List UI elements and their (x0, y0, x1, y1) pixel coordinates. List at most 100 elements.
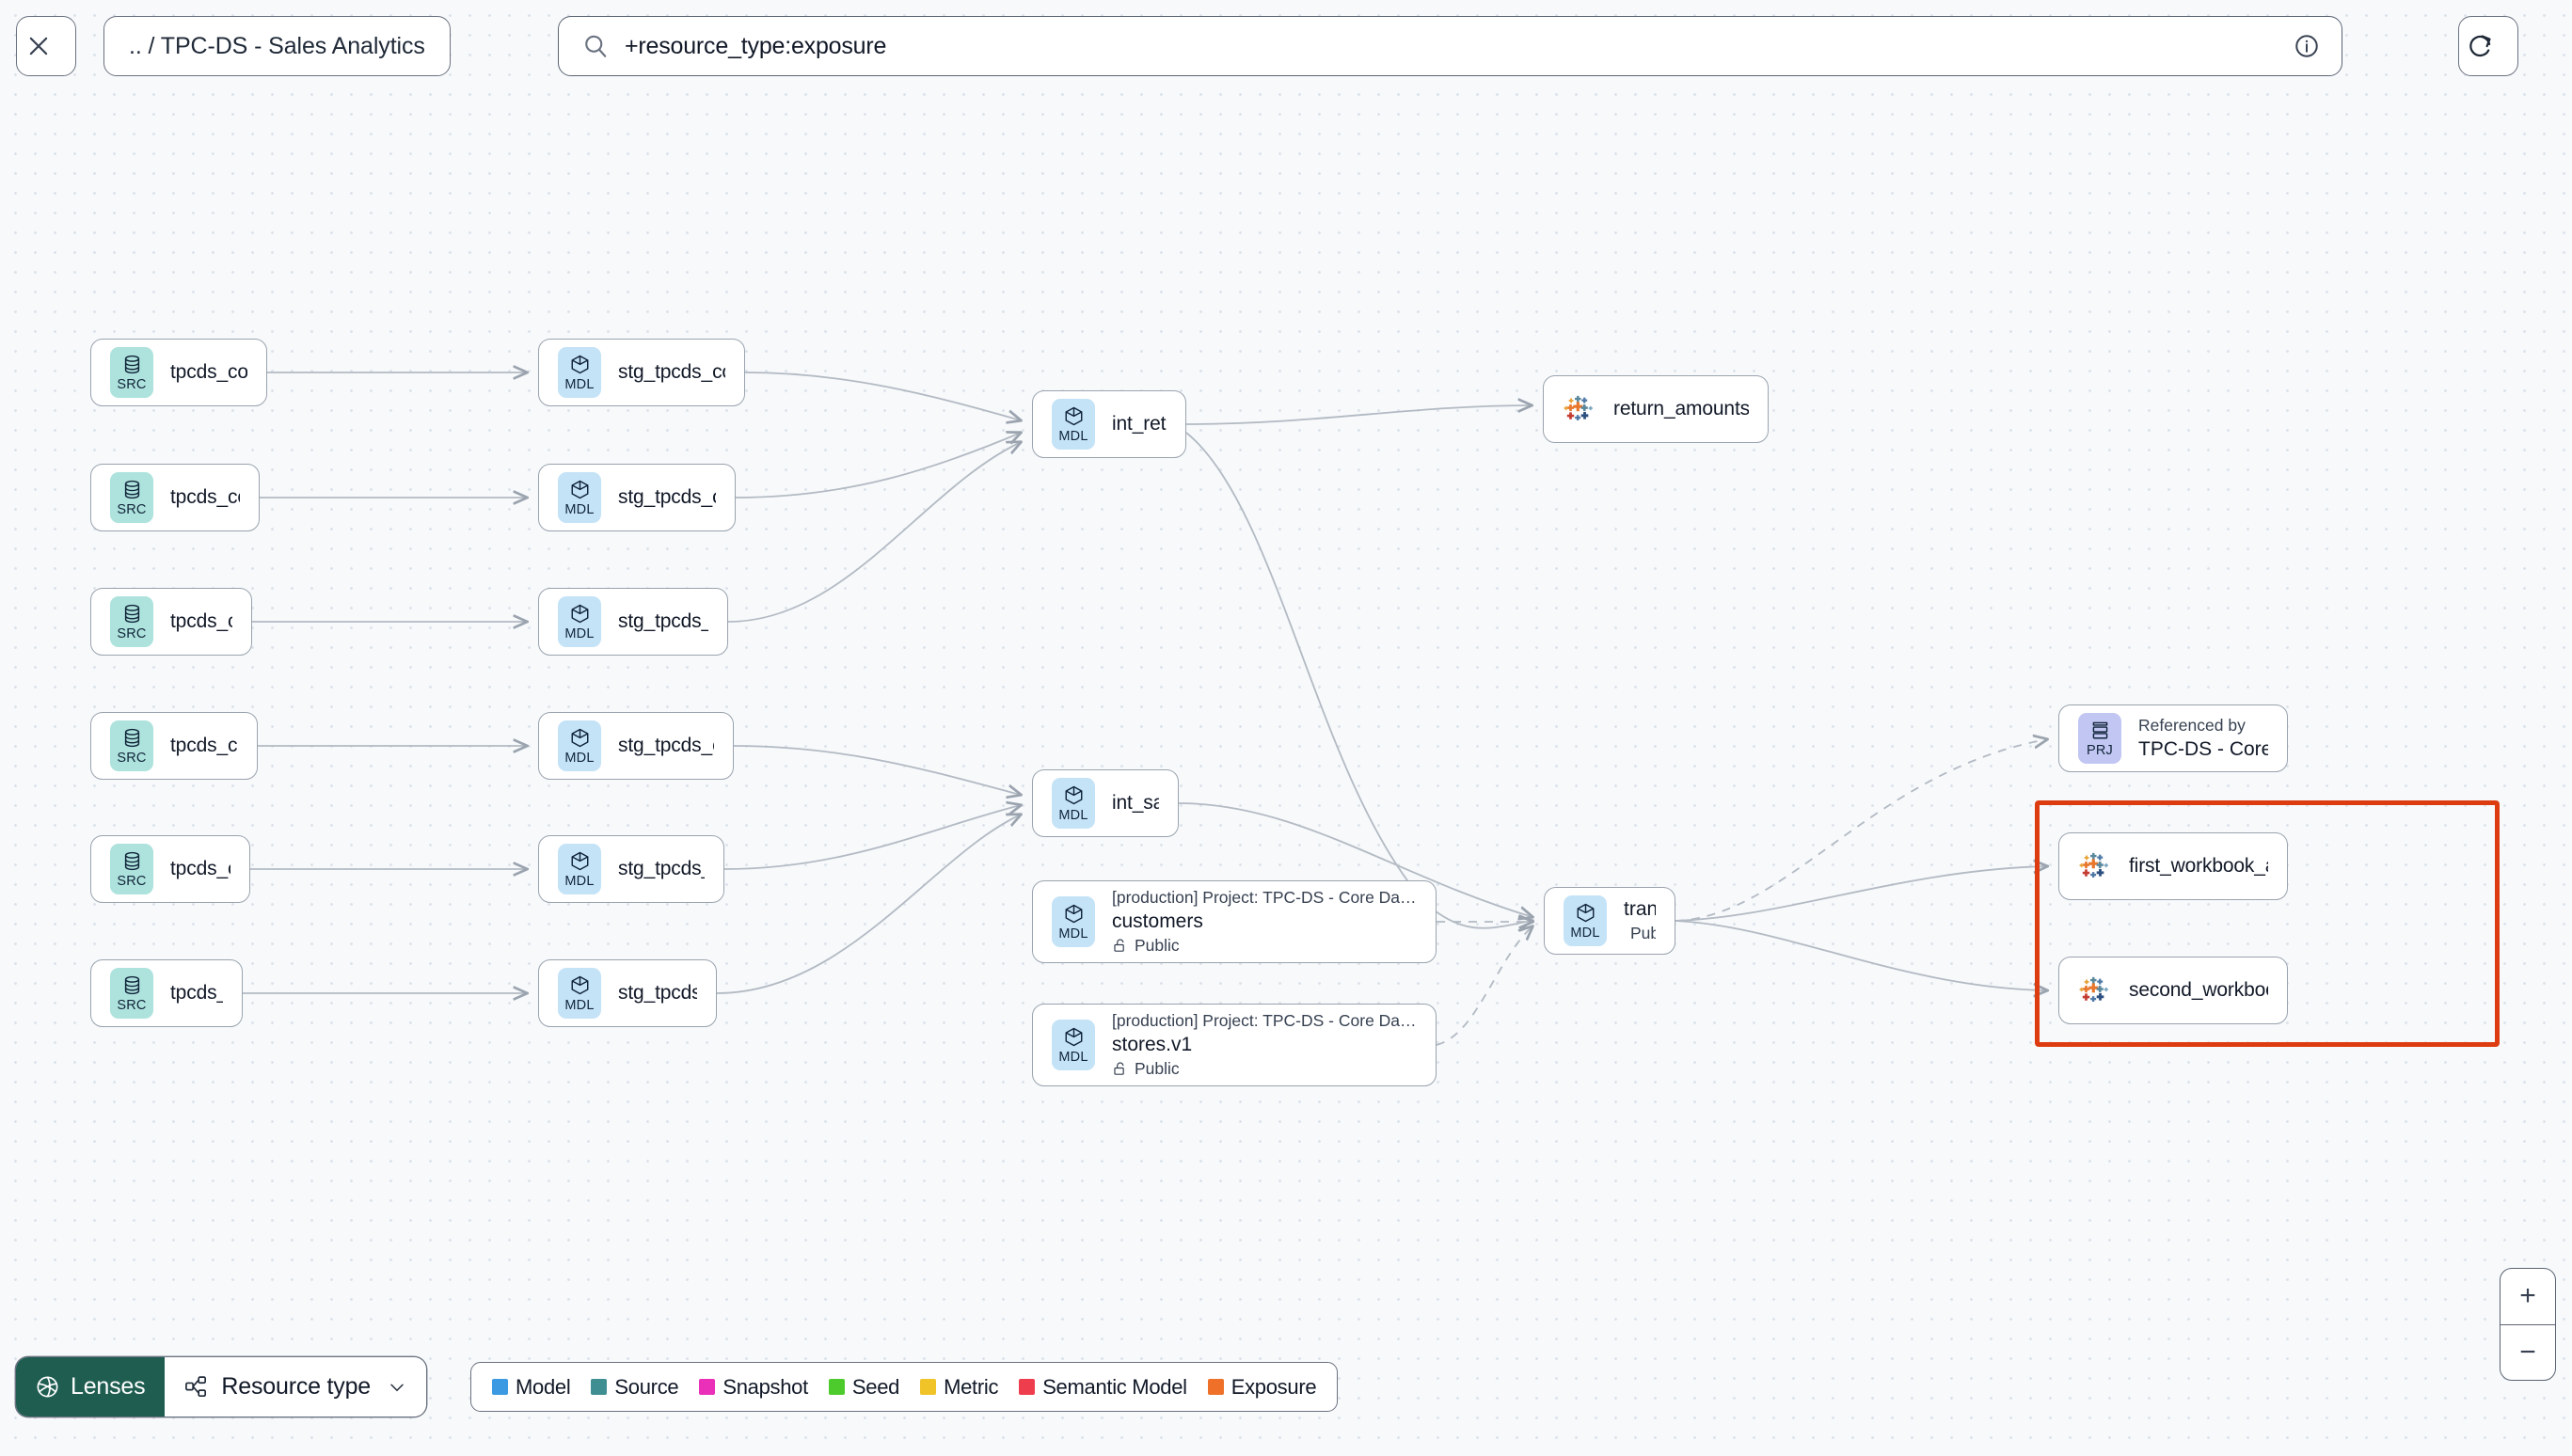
node-label: tpcds_core.web_returns (170, 610, 232, 632)
node-label: stores.v1 (1112, 1034, 1193, 1055)
node-type-abbr: MDL (564, 750, 595, 766)
node-label: tpcds_core.web_sales (170, 982, 223, 1004)
lenses-button[interactable]: Lenses (16, 1357, 166, 1416)
legend-item-metric[interactable]: Metric (920, 1375, 998, 1400)
legend-swatch (1207, 1379, 1224, 1395)
node-label: tpcds_core.catalog_sales (170, 735, 238, 756)
lens-aperture-icon (37, 1376, 58, 1398)
node-type-badge-prj: PRJ (2078, 713, 2121, 764)
node-type-badge-src: SRC (110, 596, 153, 647)
breadcrumb[interactable]: .. / TPC-DS - Sales Analytics (103, 16, 451, 76)
graph-node-int_sales_unioned[interactable]: MDL int_sales__unioned (1032, 769, 1179, 837)
cube-icon (1065, 785, 1082, 804)
resource-type-dropdown[interactable]: Resource type (165, 1357, 427, 1416)
graph-node-return_amounts[interactable]: return_amounts_by_transaction_type (1543, 375, 1769, 443)
graph-node-second_workbook[interactable]: second_workbook_connected_to_live… (2058, 957, 2288, 1024)
close-button[interactable] (16, 16, 76, 76)
node-type-abbr: MDL (1058, 1049, 1088, 1065)
database-icon (124, 355, 139, 373)
cube-icon (571, 355, 588, 373)
toolbar: .. / TPC-DS - Sales Analytics (0, 0, 2572, 111)
lock-open-icon (1114, 1062, 1124, 1075)
node-visibility: Public (1112, 1059, 1417, 1079)
node-type-badge-src: SRC (110, 472, 153, 523)
graph-node-int_returns_unioned[interactable]: MDL int_returns__unioned (1032, 390, 1186, 458)
graph-node-customers[interactable]: MDL [production] Project: TPC-DS - Core D… (1032, 880, 1437, 963)
search-icon (585, 35, 607, 57)
graph-node-stores-v1[interactable]: MDL [production] Project: TPC-DS - Core D… (1032, 1004, 1437, 1086)
graph-node-stg_store_sales[interactable]: MDL stg_tpcds_core__store_sales (538, 835, 724, 903)
legend-swatch (828, 1379, 845, 1395)
cube-icon (571, 975, 588, 994)
node-type-badge-src: SRC (110, 720, 153, 771)
cube-icon (571, 851, 588, 870)
search-input[interactable] (625, 32, 2293, 60)
legend-label: Seed (851, 1374, 900, 1399)
node-project-label: [production] Project: TPC-DS - Core Data… (1112, 888, 1417, 907)
legend-swatch (920, 1379, 937, 1395)
node-type-abbr: SRC (117, 376, 147, 392)
info-icon[interactable] (2293, 32, 2321, 60)
refresh-button[interactable] (2458, 16, 2518, 76)
cube-icon (1065, 1027, 1082, 1046)
legend-item-snapshot[interactable]: Snapshot (699, 1375, 808, 1400)
resource-type-legend: Model Source Snapshot Seed Metric Semantic Mo… (470, 1362, 1339, 1412)
node-type-badge-mdl: MDL (558, 968, 601, 1019)
graph-node-src_store_returns[interactable]: SRC tpcds_core.store_returns (90, 464, 260, 531)
node-label: return_amounts_by_transaction_type (1613, 398, 1749, 419)
legend-item-model[interactable]: Model (492, 1375, 571, 1400)
graph-node-first_workbook[interactable]: first_workbook_attached_to_tpc-ds_-_… (2058, 832, 2288, 900)
legend-label: Exposure (1230, 1374, 1317, 1399)
database-icon (124, 728, 139, 747)
node-type-abbr: MDL (1058, 428, 1088, 444)
graph-node-src_catalog_sales[interactable]: SRC tpcds_core.catalog_sales (90, 712, 258, 780)
node-type-badge-mdl: MDL (558, 720, 601, 771)
node-label: TPC-DS - Core Data Models (2138, 738, 2268, 760)
node-label: stg_tpcds_core__store_sales (618, 858, 705, 879)
lock-open-icon (1114, 939, 1124, 952)
node-label: first_workbook_attached_to_tpc-ds_-_… (2129, 855, 2268, 877)
node-type-abbr: MDL (564, 997, 595, 1013)
graph-node-src_web_returns[interactable]: SRC tpcds_core.web_returns (90, 588, 252, 656)
legend-swatch (492, 1379, 508, 1395)
legend-swatch (1019, 1379, 1036, 1395)
node-type-abbr: MDL (1058, 926, 1088, 942)
node-label: tpcds_core.store_returns (170, 486, 240, 508)
legend-item-source[interactable]: Source (591, 1375, 679, 1400)
node-type-abbr: PRJ (2087, 742, 2113, 758)
node-type-badge-mdl: MDL (1052, 778, 1095, 829)
legend-label: Snapshot (722, 1374, 808, 1399)
node-text-stack: transactionsPublic (1624, 898, 1656, 943)
graph-node-src_store_sales[interactable]: SRC tpcds_core.store_sales (90, 835, 250, 903)
node-type-abbr: SRC (117, 873, 147, 889)
graph-node-transactions[interactable]: MDL transactionsPublic (1544, 887, 1675, 955)
zoom-out-button[interactable]: − (2519, 1336, 2536, 1368)
node-type-abbr: MDL (564, 873, 595, 889)
node-text-stack: [production] Project: TPC-DS - Core Data… (1112, 1011, 1417, 1079)
cube-icon (1577, 903, 1594, 922)
node-label: int_sales__unioned (1112, 792, 1159, 814)
database-icon (124, 851, 139, 870)
legend-item-seed[interactable]: Seed (828, 1374, 900, 1400)
node-type-badge-mdl: MDL (558, 472, 601, 523)
legend-item-semantic-model[interactable]: Semantic Model (1019, 1375, 1187, 1400)
legend-item-exposure[interactable]: Exposure (1207, 1374, 1317, 1400)
node-label: second_workbook_connected_to_live… (2129, 979, 2268, 1001)
node-label: tpcds_core.store_sales (170, 858, 230, 879)
database-icon (124, 975, 139, 994)
zoom-controls: + − (2500, 1268, 2556, 1381)
database-icon (124, 480, 139, 499)
node-type-badge-mdl: MDL (1564, 895, 1607, 946)
search-bar[interactable] (558, 16, 2342, 76)
node-label: int_returns__unioned (1112, 413, 1167, 435)
zoom-in-button[interactable]: + (2501, 1269, 2555, 1325)
resource-type-label: Resource type (221, 1373, 372, 1400)
